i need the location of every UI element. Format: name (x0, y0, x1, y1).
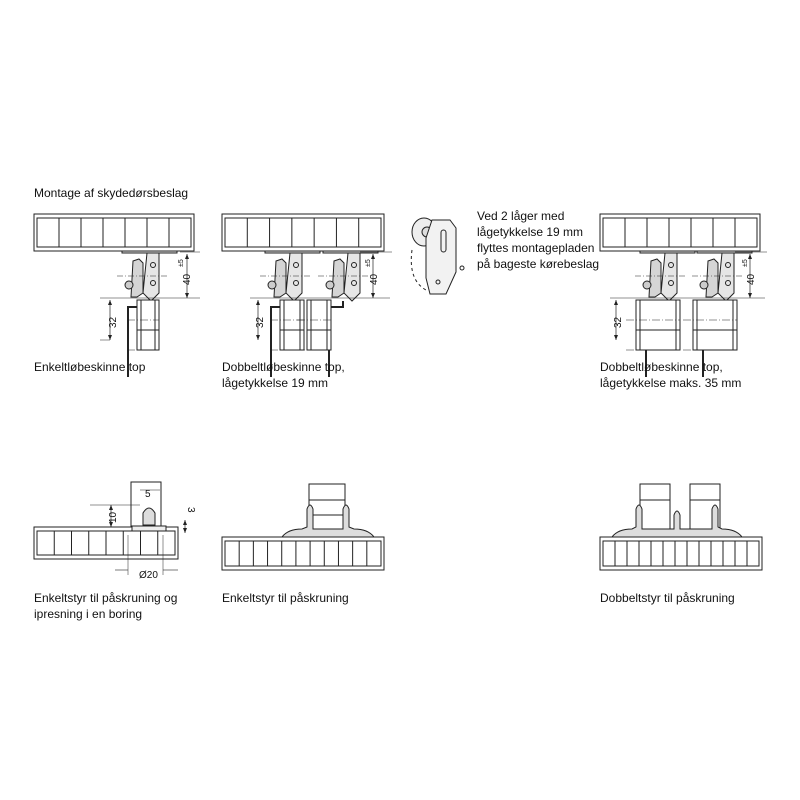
caption-single-top: Enkeltløbeskinne top (34, 360, 146, 374)
dim-height: 40 (182, 273, 193, 285)
dim-tolerance: ±5 (178, 259, 185, 267)
dim-height: 40 (369, 273, 380, 285)
drawing-double-top-rail-35mm (599, 213, 767, 377)
door-panel (308, 483, 346, 535)
adjust-screw (325, 280, 335, 290)
hanger-plate (285, 252, 303, 302)
screw-hole (351, 280, 357, 286)
roller-wheel (331, 258, 345, 298)
dimension-arrows (371, 254, 375, 298)
note-line4: på bageste kørebeslag (477, 257, 600, 271)
screw-hole (668, 262, 674, 268)
dim-width: 5 (145, 489, 151, 500)
screw-hole (150, 280, 156, 286)
dimension-arrows (108, 300, 112, 340)
drawing-mounting-plate (410, 217, 465, 295)
adjust-screw (642, 280, 652, 290)
dim-plate: 32 (108, 316, 119, 328)
guide-base (131, 525, 167, 532)
rail-inner (224, 217, 382, 248)
caption-double-guide: Dobbeltstyr til påskruning (600, 591, 735, 605)
roller-wheel (273, 258, 287, 298)
dim-diameter: Ø20 (139, 570, 158, 581)
drawing-single-top-rail (33, 213, 200, 377)
drawing-double-guide (599, 483, 763, 571)
guide-pin (142, 507, 156, 526)
rail-inner (602, 540, 760, 567)
caption-double-top-19-line2: lågetykkelse 19 mm (222, 376, 329, 390)
hanger-plate (660, 252, 678, 302)
caption-double-top-19-line1: Dobbeltløbeskinne top, (222, 360, 345, 374)
screw-hole (150, 262, 156, 268)
adjust-screw (699, 280, 709, 290)
screw-hole (725, 262, 731, 268)
rail-inner (36, 217, 192, 248)
dim-plate: 32 (613, 316, 624, 328)
door-panel (635, 299, 681, 351)
roller-wheel (648, 258, 662, 298)
drawing-double-top-rail-19mm (221, 213, 392, 377)
caption-single-guide: Enkeltstyr til påskruning (222, 591, 349, 605)
page-title: Montage af skydedørsbeslag (34, 186, 189, 200)
dimension-arrows (748, 254, 752, 298)
dimension-arrows (183, 520, 187, 533)
screw-hole (351, 262, 357, 268)
screw-hole (459, 265, 465, 271)
dimension-arrows (185, 254, 189, 298)
slot-hole (440, 229, 447, 253)
note-line3: flyttes montagepladen (477, 241, 595, 255)
dim-tolerance: ±5 (742, 259, 749, 267)
mounting-plate (425, 219, 457, 295)
screw-hole (293, 262, 299, 268)
caption-single-guide-bore-line1: Enkeltstyr til påskruning og (34, 591, 178, 605)
dimension-arrows (109, 505, 113, 527)
hanger-plate (142, 252, 160, 302)
dim-plate: 32 (255, 316, 266, 328)
note-line1: Ved 2 låger med (477, 209, 565, 223)
dim-height: 40 (746, 273, 757, 285)
door-panel (639, 483, 671, 535)
drawing-single-guide (221, 483, 385, 571)
roller-wheel (130, 258, 144, 298)
screw-hole (725, 280, 731, 286)
door-panel (136, 299, 160, 351)
adjust-screw (124, 280, 134, 290)
door-panel (692, 299, 738, 351)
note-line2: lågetykkelse 19 mm (477, 225, 584, 239)
adjust-screw (267, 280, 277, 290)
guide-profile (280, 504, 376, 538)
hidden-outline (410, 249, 427, 291)
screw-hole (668, 280, 674, 286)
dim-height: 10 (108, 511, 119, 523)
hanger-plate (343, 252, 361, 302)
hanger-plate (717, 252, 735, 302)
caption-double-top-35-line1: Dobbeltløbeskinne top, (600, 360, 723, 374)
drawing-single-guide-bore (33, 481, 187, 575)
dim-depth: 3 (185, 507, 196, 513)
screw-hole (435, 279, 441, 285)
dim-tolerance: ±5 (365, 259, 372, 267)
roller-wheel (705, 258, 719, 298)
caption-single-guide-bore-line2: ipresning i en boring (34, 607, 143, 621)
screw-hole (293, 280, 299, 286)
rail-inner (224, 540, 382, 567)
double-guide-profile (610, 504, 744, 538)
rail-inner (602, 217, 758, 248)
caption-double-top-35-line2: lågetykkelse maks. 35 mm (600, 376, 742, 390)
dimension-arrows (614, 300, 618, 340)
